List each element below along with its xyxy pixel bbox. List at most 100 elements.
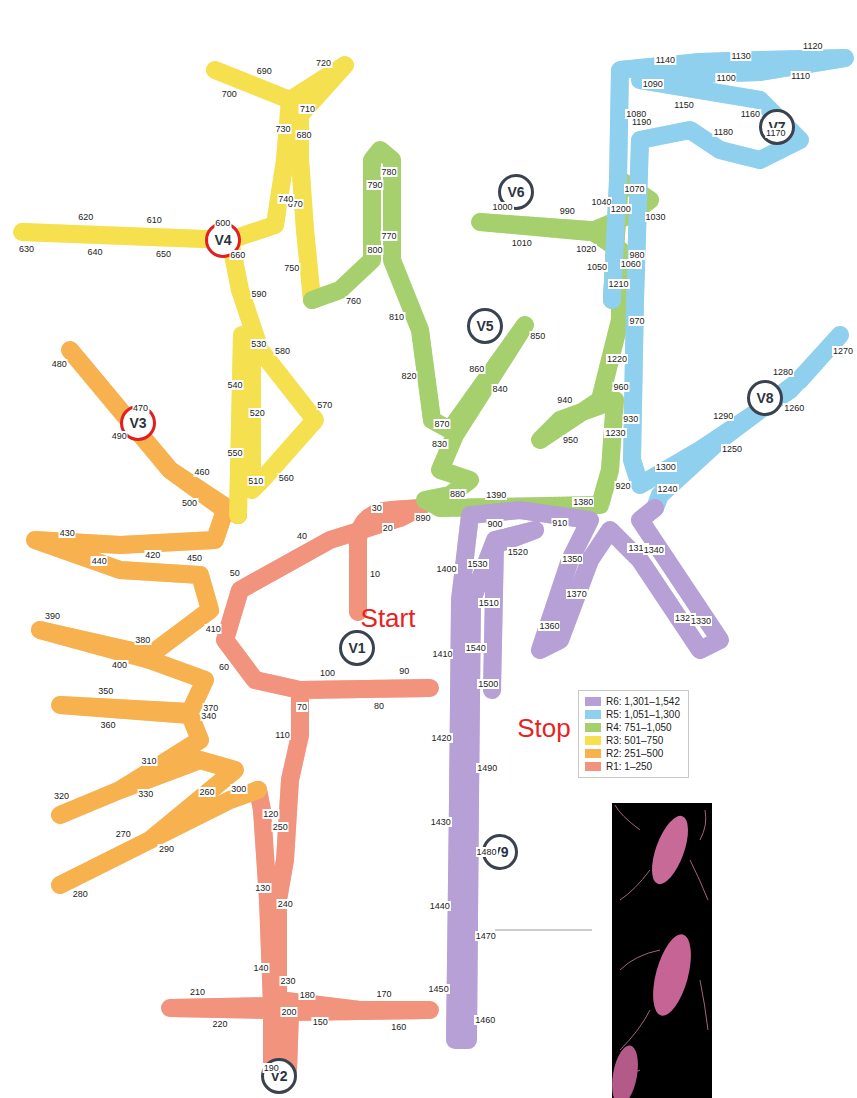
position-number: 1120 — [802, 41, 823, 51]
terminus-label: Stop — [517, 714, 571, 742]
position-number: 570 — [316, 400, 333, 410]
position-number: 1020 — [575, 244, 597, 254]
position-number: 490 — [111, 431, 128, 441]
position-number: 1380 — [572, 497, 594, 507]
legend-text: R4: 751–1,050 — [606, 722, 672, 733]
region-marker: V7 — [759, 109, 795, 145]
position-number: 1530 — [467, 559, 489, 569]
position-number: 470 — [132, 403, 149, 413]
legend-text: R6: 1,301–1,542 — [606, 696, 680, 707]
position-number: 190 — [263, 1063, 280, 1073]
region-r5 — [612, 58, 845, 508]
position-number: 600 — [214, 218, 231, 228]
position-number: 910 — [551, 518, 568, 528]
position-number: 290 — [158, 844, 175, 854]
region-r4 — [312, 150, 650, 508]
position-number: 1540 — [465, 643, 487, 653]
position-number: 360 — [99, 720, 116, 730]
position-number: 730 — [274, 124, 291, 134]
position-number: 740 — [277, 194, 294, 204]
base-pair-ticks — [22, 58, 845, 1072]
position-number: 700 — [221, 89, 238, 99]
legend-row: R1: 1–250 — [585, 760, 680, 773]
position-number: 720 — [315, 58, 332, 68]
position-number: 1400 — [436, 564, 458, 574]
position-number: 410 — [205, 624, 222, 634]
position-number: 970 — [628, 316, 645, 326]
position-number: 1420 — [431, 733, 453, 743]
position-number: 260 — [199, 787, 216, 797]
region-marker: V8 — [747, 380, 783, 416]
position-number: 130 — [254, 883, 271, 893]
legend-swatch — [585, 762, 601, 771]
position-number: 210 — [189, 987, 206, 997]
position-number: 1300 — [655, 462, 677, 472]
position-number: 270 — [115, 829, 132, 839]
position-number: 850 — [529, 331, 546, 341]
position-number: 1350 — [561, 554, 583, 564]
legend-row: R4: 751–1,050 — [585, 721, 680, 734]
position-number: 450 — [186, 553, 203, 563]
legend-row: R3: 501–750 — [585, 734, 680, 747]
legend-swatch — [585, 736, 601, 745]
position-number: 560 — [278, 473, 295, 483]
position-number: 1490 — [476, 763, 498, 773]
position-number: 1050 — [586, 262, 608, 272]
position-number: 1000 — [492, 202, 514, 212]
position-number: 1070 — [624, 184, 646, 194]
position-number: 550 — [226, 448, 243, 458]
position-number: 240 — [277, 899, 294, 909]
position-number: 790 — [366, 180, 383, 190]
position-number: 140 — [252, 963, 269, 973]
position-number: 810 — [388, 312, 405, 322]
legend-swatch — [585, 710, 601, 719]
position-number: 580 — [274, 346, 291, 356]
position-number: 990 — [559, 206, 576, 216]
region-label: V1 — [348, 640, 365, 656]
position-number: 460 — [194, 467, 211, 477]
position-number: 1330 — [690, 616, 712, 626]
position-number: 1060 — [620, 259, 642, 269]
position-number: 1480 — [476, 847, 498, 857]
position-number: 10 — [369, 569, 381, 579]
position-number: 960 — [612, 382, 629, 392]
position-number: 1010 — [511, 238, 533, 248]
position-number: 30 — [371, 503, 383, 513]
position-number: 220 — [212, 1019, 229, 1029]
position-number: 690 — [256, 66, 273, 76]
position-number: 430 — [59, 528, 76, 538]
region-marker: V1 — [339, 630, 375, 666]
legend-swatch — [585, 697, 601, 706]
position-number: 1110 — [790, 71, 811, 81]
position-number: 640 — [86, 247, 103, 257]
position-number: 1240 — [657, 484, 679, 494]
position-number: 1140 — [655, 55, 676, 65]
legend-text: R3: 501–750 — [606, 735, 663, 746]
legend-text: R1: 1–250 — [606, 761, 652, 772]
bacteria-image — [608, 803, 712, 1098]
position-number: 310 — [141, 756, 158, 766]
position-number: 940 — [556, 395, 573, 405]
position-number: 830 — [431, 439, 448, 449]
position-number: 630 — [18, 244, 35, 254]
position-number: 90 — [398, 666, 410, 676]
position-number: 1100 — [715, 73, 736, 83]
region-label: V5 — [476, 318, 493, 334]
region-label: V6 — [507, 184, 524, 200]
position-number: 1500 — [477, 679, 499, 689]
position-number: 820 — [400, 371, 417, 381]
position-number: 1250 — [721, 444, 743, 454]
position-number: 370 — [202, 703, 219, 713]
position-number: 480 — [51, 359, 68, 369]
region-label: V8 — [756, 390, 773, 406]
position-number: 590 — [251, 289, 268, 299]
legend-text: R2: 251–500 — [606, 748, 663, 759]
position-number: 1430 — [430, 817, 452, 827]
legend-row: R2: 251–500 — [585, 747, 680, 760]
position-number: 610 — [146, 215, 163, 225]
legend-text: R5: 1,051–1,300 — [606, 709, 680, 720]
position-number: 500 — [181, 498, 198, 508]
position-number: 890 — [415, 513, 432, 523]
legend: R6: 1,301–1,542R5: 1,051–1,300R4: 751–1,… — [578, 690, 689, 778]
position-number: 1030 — [645, 212, 667, 222]
